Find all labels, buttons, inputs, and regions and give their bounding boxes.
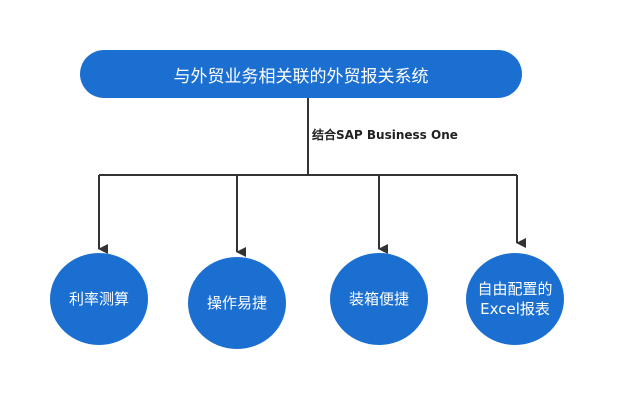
- banner-title: 与外贸业务相关联的外贸报关系统: [173, 66, 429, 87]
- connector-label: 结合SAP Business One: [312, 128, 458, 142]
- feature-node-interest-calc: 利率测算: [50, 253, 148, 345]
- node-label-line-2: Excel报表: [480, 300, 550, 318]
- node-label: 装箱便捷: [348, 290, 409, 308]
- node-label-line-1: 自由配置的: [477, 280, 553, 298]
- feature-node-easy-packing: 装箱便捷: [330, 253, 428, 345]
- feature-node-easy-operation: 操作易捷: [188, 257, 286, 349]
- node-label: 操作易捷: [206, 294, 267, 312]
- node-label: 利率测算: [68, 290, 129, 308]
- system-banner: 与外贸业务相关联的外贸报关系统: [80, 50, 522, 98]
- feature-node-excel-reports: 自由配置的 Excel报表: [466, 253, 564, 345]
